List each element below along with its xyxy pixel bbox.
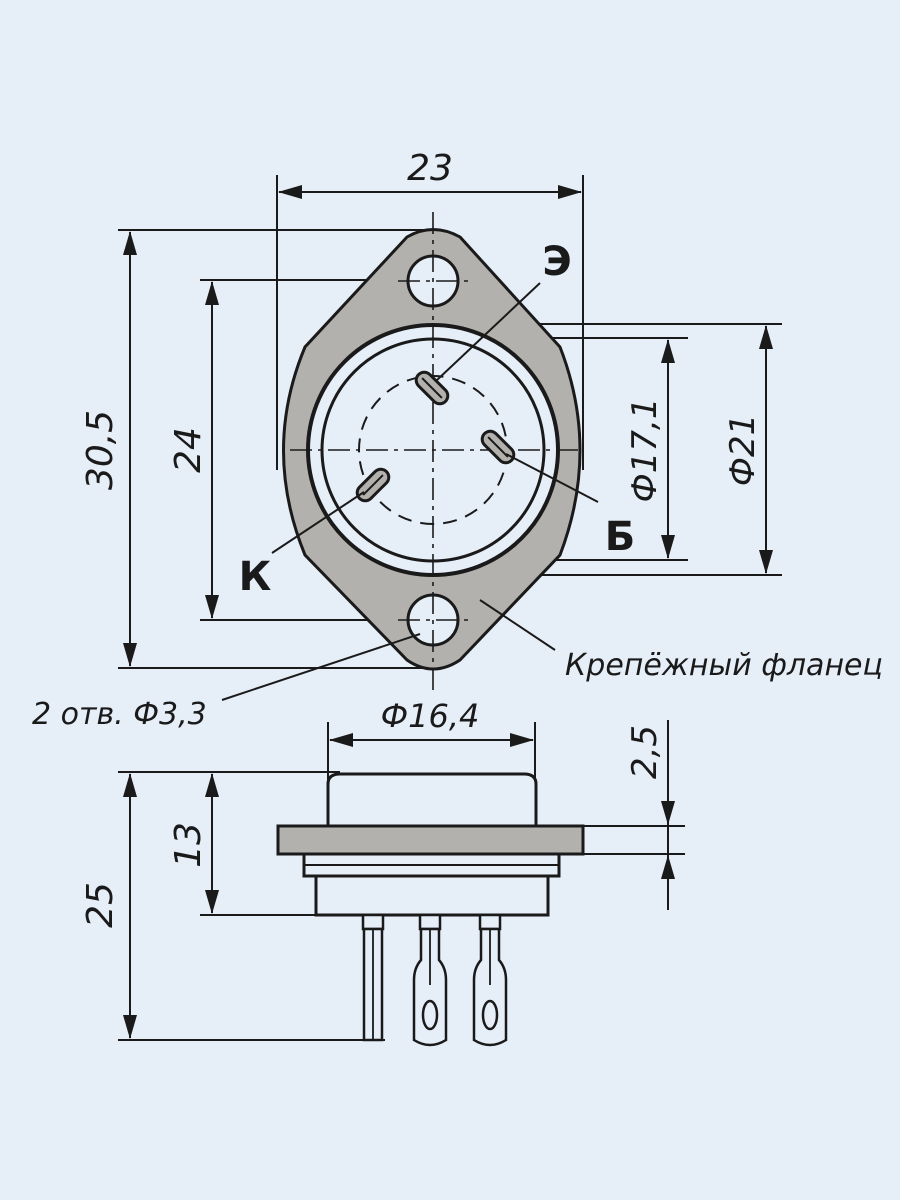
holes-label: 2 отв. Ф3,3 [32,697,207,732]
side-view [118,720,685,1047]
dim-hole-spacing-label: 24 [168,427,209,473]
dim-outer-diameter-label: Ф21 [723,414,763,487]
side-dimension-lines [123,720,675,1039]
dim-width-label: 23 [407,148,453,189]
center-lines [290,212,580,690]
pin-base-label: Б [605,514,636,560]
dimension-lines [123,185,773,667]
lead-left [362,927,384,1042]
dim-cap-diameter-label: Ф16,4 [381,697,480,735]
flange-side [276,824,585,856]
base-side [314,874,550,917]
lead-middle [412,927,448,1047]
cap [326,772,538,828]
leader-lines [221,282,599,701]
pin-collector-label: К [239,554,272,600]
flange-label: Крепёжный фланец [565,648,883,683]
dim-flange-thickness-label: 2,5 [625,725,665,779]
dim-height-label: 30,5 [80,410,121,490]
top-view [118,175,782,701]
dim-body-height-label: 13 [168,822,209,868]
lead-right [472,927,508,1047]
pin-emitter-label: Э [542,239,571,285]
dim-total-height-label: 25 [80,882,121,928]
dim-inner-diameter-label: Ф17,1 [625,398,665,503]
